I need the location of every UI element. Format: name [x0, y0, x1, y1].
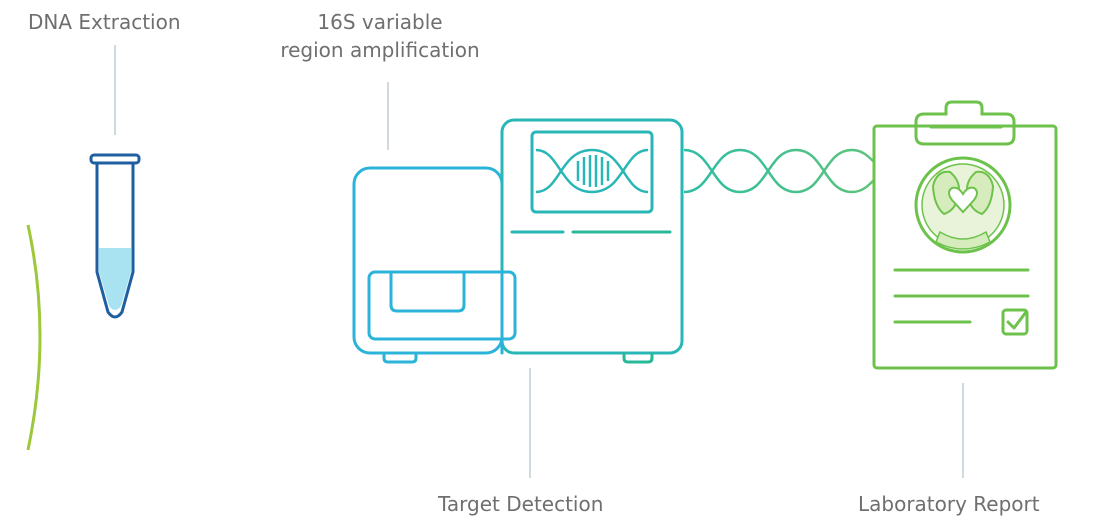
heart-hands-icon — [914, 156, 1012, 254]
label-laboratory-report: Laboratory Report — [858, 492, 1040, 516]
label-16s-line2: region amplification — [280, 38, 480, 62]
checkbox-icon — [1001, 308, 1029, 336]
label-16s-amplification: 16S variable region amplification — [260, 8, 500, 64]
label-dna-extraction: DNA Extraction — [28, 10, 181, 34]
clipboard-report-icon — [872, 100, 1058, 370]
label-16s-line1: 16S variable — [317, 10, 443, 34]
label-target-detection: Target Detection — [438, 492, 604, 516]
test-tube-icon — [89, 153, 141, 319]
partial-circle-arc — [26, 224, 42, 451]
dna-helix-connector — [683, 148, 875, 194]
pcr-instrument-icon — [352, 118, 684, 364]
dna-helix-icon — [535, 148, 649, 194]
